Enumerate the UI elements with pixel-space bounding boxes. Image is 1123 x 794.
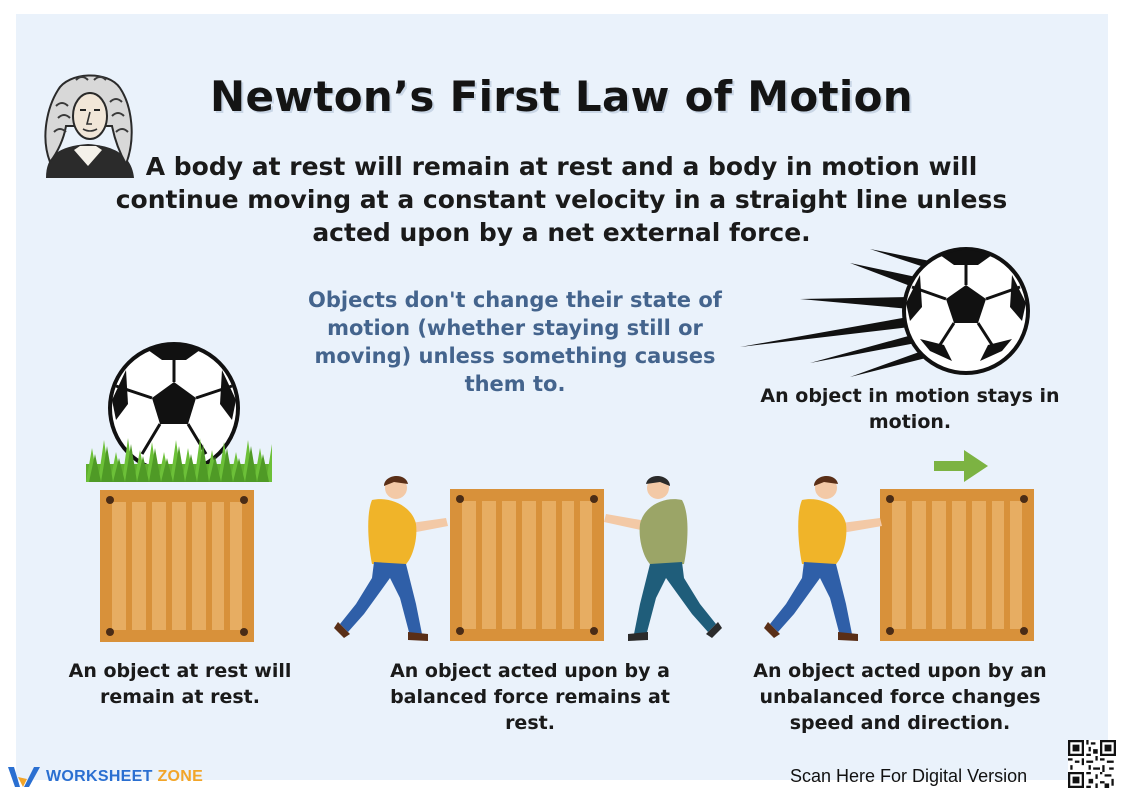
grass-icon: [86, 438, 272, 482]
person-pushing-icon: [764, 475, 882, 641]
motion-caption: An object in motion stays in motion.: [760, 385, 1060, 433]
brand-accent: ZONE: [157, 768, 204, 785]
flying-ball-icon: [740, 247, 1030, 377]
law-statement: A body at rest will remain at rest and a…: [115, 152, 1008, 247]
person-pushing-icon: [604, 475, 722, 641]
newton-portrait-icon: [44, 74, 134, 178]
example-caption-unbalanced: An object acted upon by an unbalanced fo…: [753, 660, 1047, 734]
qr-code-icon[interactable]: [1068, 740, 1116, 788]
soccer-ball-icon: [902, 247, 1030, 375]
crate-icon: [100, 490, 254, 642]
example-caption-balanced: An object acted upon by a balanced force…: [390, 660, 670, 734]
brand-logo[interactable]: WORKSHEET ZONE: [8, 764, 203, 790]
brand-name: WORKSHEET: [46, 768, 153, 785]
scan-text: Scan Here For Digital Version: [790, 766, 1028, 786]
explanation-text: Objects don't change their state of moti…: [308, 288, 722, 396]
worksheet-zone-logo-icon: [8, 767, 40, 787]
person-pushing-icon: [334, 475, 448, 641]
page-title: Newton’s First Law of Motion: [210, 72, 913, 121]
soccer-ball-icon: [108, 342, 240, 474]
motion-lines-icon: [740, 249, 936, 377]
ball-on-grass-icon: [86, 342, 272, 482]
crate-icon: [450, 489, 604, 641]
example-caption-rest: An object at rest will remain at rest.: [68, 660, 292, 708]
right-arrow-icon: [934, 450, 988, 482]
crate-icon: [880, 489, 1034, 641]
